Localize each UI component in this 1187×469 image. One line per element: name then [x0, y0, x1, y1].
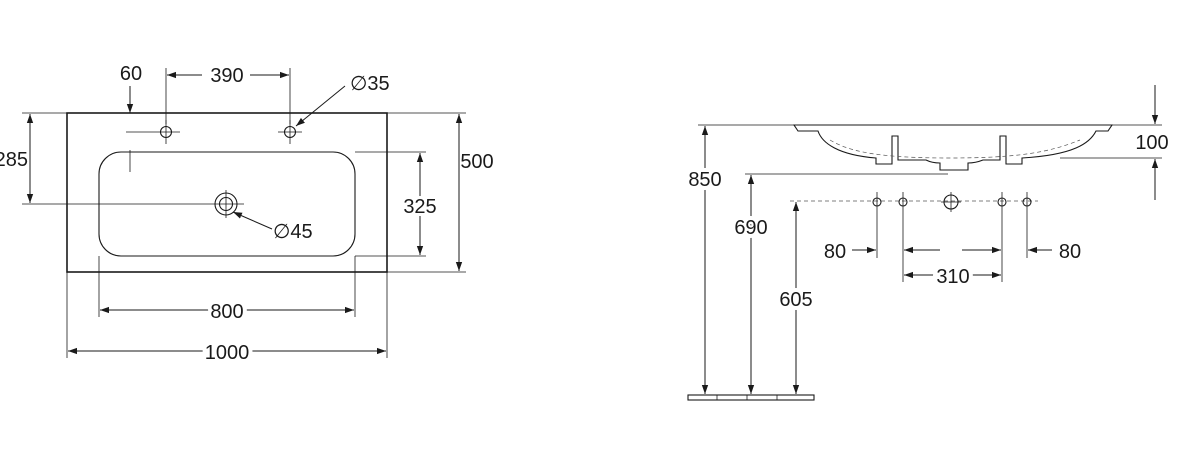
top-view: 285 60 390 ∅35 ∅45 500 325 800: [0, 63, 494, 368]
supply-hole-1: [872, 192, 882, 258]
supply-hole-3: [997, 192, 1007, 282]
drain-hole: [22, 190, 244, 218]
tap-hole-left: [126, 120, 180, 144]
dim-label-drain-hole: ∅45: [273, 221, 313, 243]
supply-hole-2: [898, 192, 908, 282]
dim-label-1000: 1000: [205, 342, 250, 364]
dim-label-tap-hole: ∅35: [350, 73, 390, 95]
basin-section: [792, 124, 1114, 171]
supply-hole-4: [1022, 192, 1032, 258]
dim-label-60: 60: [120, 63, 142, 85]
side-view: 850 690 605: [684, 85, 1172, 401]
drain-connection: [941, 192, 961, 212]
dim-label-310: 310: [936, 266, 969, 288]
dim-label-325: 325: [403, 196, 436, 218]
dim-label-285: 285: [0, 149, 28, 171]
dim-label-690: 690: [734, 217, 767, 239]
dim-label-850: 850: [688, 169, 721, 191]
dim-label-80-left: 80: [824, 241, 846, 263]
dim-label-100: 100: [1135, 132, 1168, 154]
dim-label-500: 500: [460, 151, 493, 173]
leader-drain-hole: [232, 211, 273, 230]
leader-tap-hole: [295, 85, 346, 127]
dim-label-80-right: 80: [1059, 241, 1081, 263]
basin-outline: [66, 112, 388, 273]
floor-plate: [687, 394, 815, 401]
dim-label-605: 605: [779, 289, 812, 311]
dim-label-390: 390: [210, 65, 243, 87]
dim-label-800: 800: [210, 301, 243, 323]
